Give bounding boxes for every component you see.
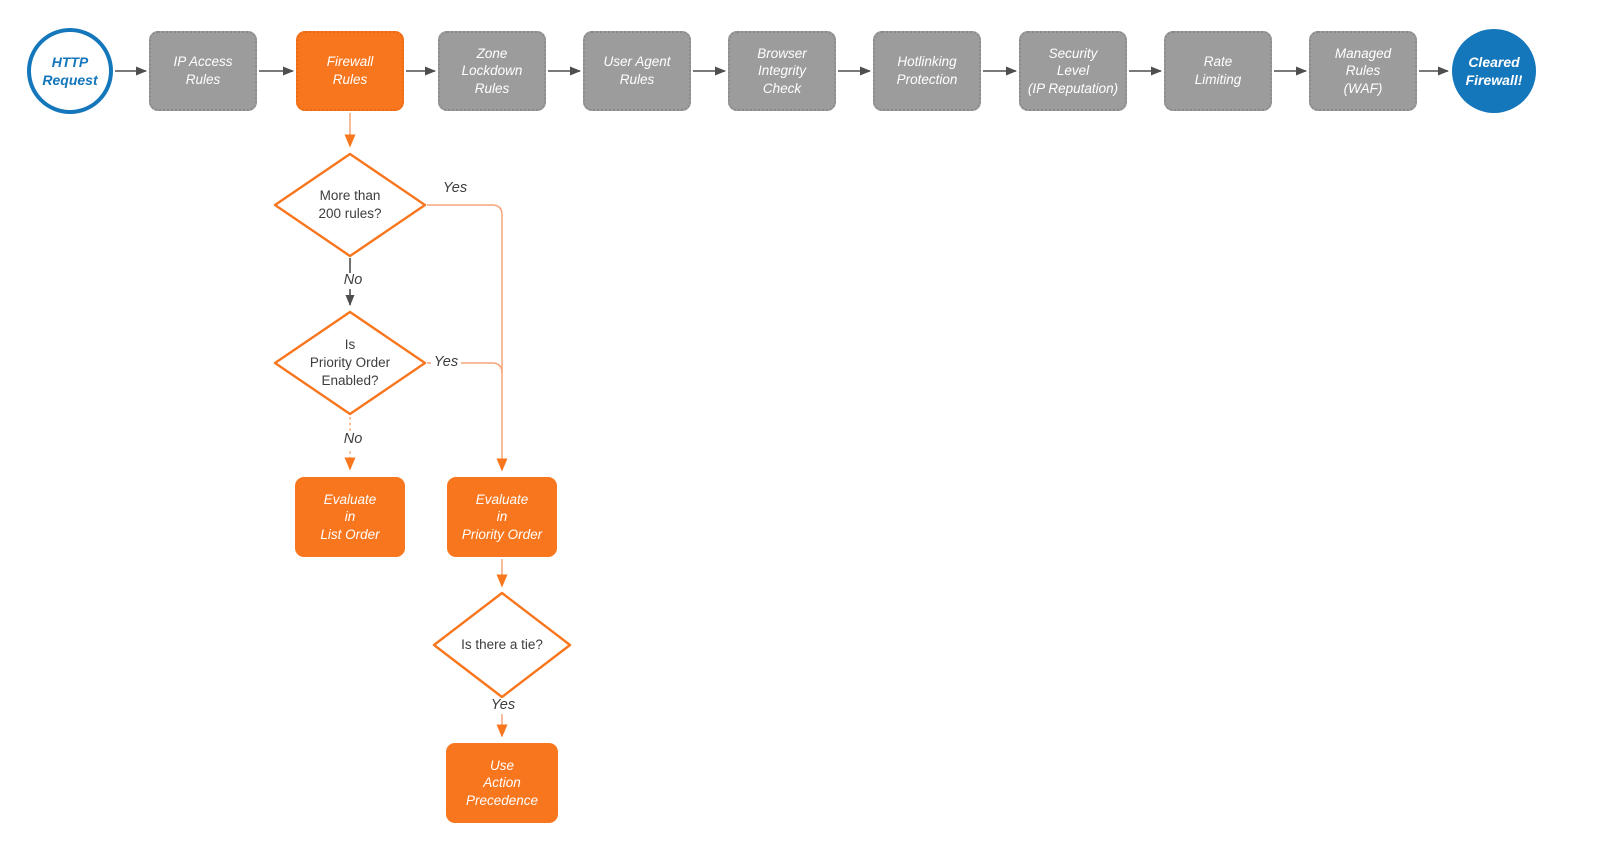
edge-label-decision3-yes: Yes [487, 697, 519, 714]
pipeline-node-ip-access-rules: IP Access Rules [149, 31, 257, 111]
decision-is-there-a-tie-label: Is there a tie? [461, 636, 543, 652]
pipeline-node-security-level: Security Level (IP Reputation) [1019, 31, 1127, 111]
pipeline-node-managed-rules-waf: Managed Rules (WAF) [1309, 31, 1417, 111]
edge-label-decision1-no: No [340, 272, 366, 289]
decision-is-there-a-tie-shape [432, 591, 572, 699]
edge-label-decision1-yes: Yes [439, 180, 471, 197]
action-evaluate-in-list-order: Evaluate in List Order [295, 477, 405, 557]
decision-priority-order-enabled-shape [273, 310, 427, 416]
edge-label-decision2-no: No [340, 431, 366, 448]
pipeline-node-zone-lockdown-rules: Zone Lockdown Rules [438, 31, 546, 111]
decision-priority-order-enabled-label: Is Priority Order Enabled? [309, 336, 391, 389]
action-use-action-precedence: Use Action Precedence [446, 743, 558, 823]
start-node-http-request: HTTP Request [27, 28, 113, 114]
decision-more-than-200-rules-label: More than 200 rules? [318, 187, 382, 221]
connector-decision1-yes [427, 204, 508, 472]
connector-decision2-yes [427, 362, 503, 374]
pipeline-node-rate-limiting: Rate Limiting [1164, 31, 1272, 111]
end-node-cleared-firewall: Cleared Firewall! [1452, 29, 1536, 113]
pipeline-node-user-agent-rules: User Agent Rules [583, 31, 691, 111]
decision-more-than-200-rules-shape [273, 152, 427, 258]
pipeline-node-firewall-rules: Firewall Rules [296, 31, 404, 111]
edge-label-decision2-yes: Yes [430, 354, 462, 371]
pipeline-node-hotlinking-protection: Hotlinking Protection [873, 31, 981, 111]
pipeline-node-browser-integrity-check: Browser Integrity Check [728, 31, 836, 111]
action-evaluate-in-priority-order: Evaluate in Priority Order [447, 477, 557, 557]
